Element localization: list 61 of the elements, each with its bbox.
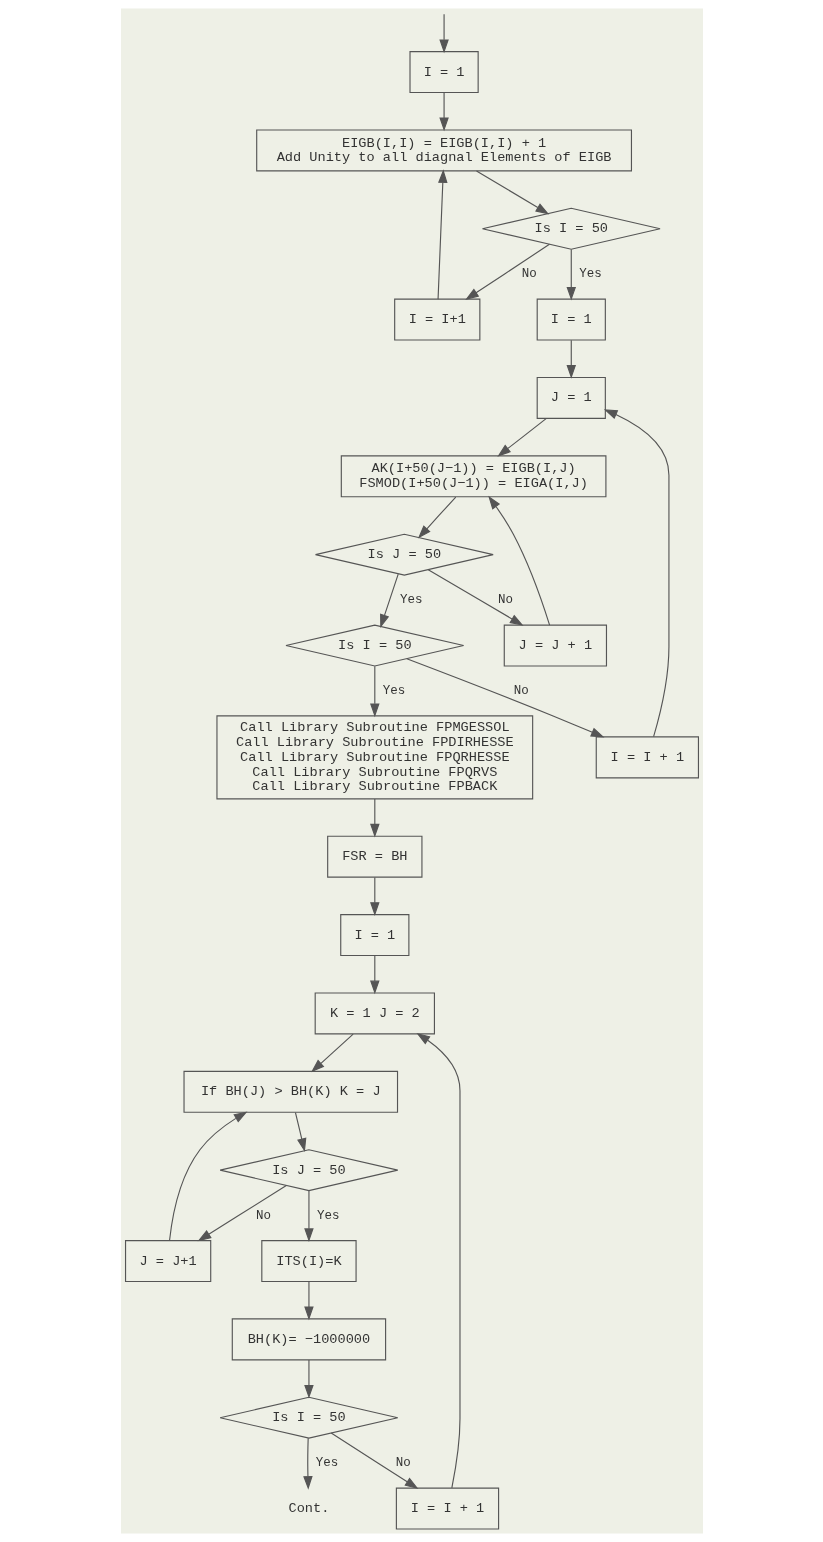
arrow	[294, 1111, 306, 1152]
arrow	[417, 496, 456, 539]
arrow	[369, 665, 380, 718]
node-box: EIGB(I,I) = EIGB(I,I) + 1 Add Unity to all diagnal Elements of EIGB	[255, 129, 632, 172]
edge-label: Yes	[382, 684, 405, 699]
arrow	[566, 248, 576, 301]
node-box: I = I + 1	[595, 736, 699, 779]
node-diamond: Is I = 50	[284, 624, 464, 667]
arrow	[437, 169, 448, 300]
node-box: I = 1	[536, 298, 606, 341]
node-box: I = 1	[339, 914, 409, 957]
node-box: J = 1	[536, 376, 606, 419]
arrow	[464, 243, 550, 300]
node-diamond: Is J = 50	[219, 1149, 398, 1192]
edge-label: No	[255, 1208, 271, 1223]
node-diamond: Is I = 50	[219, 1396, 398, 1439]
node-box: ITS(I)=K	[260, 1240, 357, 1283]
arrow	[303, 1281, 314, 1321]
edge-label: Yes	[578, 267, 602, 282]
node-box: I = 1	[408, 51, 479, 94]
arrow	[303, 1190, 314, 1242]
node-box: If BH(J) > BH(K) K = J	[182, 1070, 398, 1113]
edge-label: Yes	[315, 1456, 338, 1471]
arrow	[475, 170, 549, 215]
arrow	[438, 13, 449, 54]
edge-label: No	[513, 684, 529, 699]
arrow	[168, 1111, 247, 1242]
node-text: Cont.	[288, 1501, 329, 1517]
node-box: J = J+1	[124, 1240, 211, 1283]
arrow	[438, 92, 449, 132]
node-box: K = 1 J = 2	[314, 992, 435, 1035]
arrow	[566, 339, 576, 379]
arrow	[603, 409, 669, 738]
arrow	[369, 798, 380, 838]
arrow	[303, 1359, 314, 1399]
arrow	[302, 1437, 313, 1490]
node-box: FSR = BH	[326, 835, 422, 878]
edge-label: No	[497, 593, 513, 608]
node-box: BH(K)= −1000000	[231, 1318, 386, 1361]
arrow	[330, 1432, 418, 1489]
node-diamond: Is J = 50	[314, 533, 494, 576]
arrow	[487, 495, 550, 626]
node-box: Call Library Subroutine FPMGESSOL Call Library Subroutine FPDIRHESSE Call Library Subroutine FPQRHESSE Call Library Subroutine FPQRVS Call Library Subroutine FPBACK	[215, 715, 533, 800]
node-diamond: Is I = 50	[481, 207, 661, 250]
edge-label: Yes	[399, 593, 422, 608]
edge-label: No	[395, 1456, 411, 1471]
arrow	[369, 876, 380, 916]
node-box: I = I+1	[393, 298, 480, 341]
arrow	[369, 955, 380, 995]
edge-label: No	[521, 267, 537, 282]
arrow	[197, 1184, 287, 1242]
arrow	[405, 658, 604, 738]
arrow	[427, 569, 523, 626]
arrow	[310, 1033, 354, 1073]
node-box: I = I + 1	[395, 1487, 499, 1530]
node-box: J = J + 1	[503, 624, 607, 667]
arrow	[415, 1032, 461, 1489]
node-box: AK(I+50(J−1)) = EIGB(I,J) FSMOD(I+50(J−1)) = EIGA(I,J)	[340, 455, 606, 498]
arrow	[496, 418, 547, 457]
edge-label: Yes	[316, 1208, 339, 1223]
arrow	[379, 573, 399, 628]
